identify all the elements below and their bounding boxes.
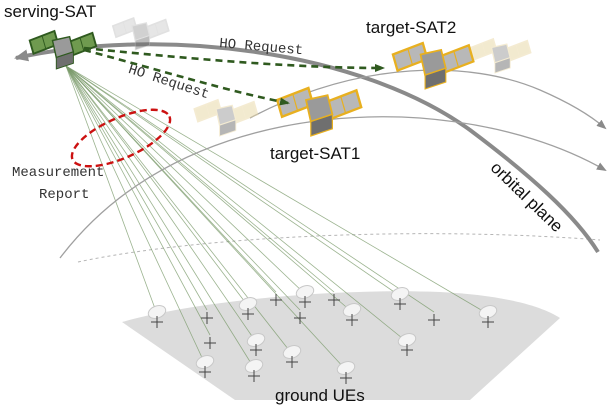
ground-ue-icon <box>342 303 362 326</box>
measurement-ellipse <box>70 108 172 168</box>
ground-ue-icon <box>478 305 498 328</box>
ground-ue-icon <box>147 305 167 328</box>
ground-ue-icon <box>244 359 264 382</box>
target-sat1-icon <box>275 86 363 137</box>
serving-sat-label: serving-SAT <box>4 2 97 21</box>
ground-ue-icon <box>238 297 258 320</box>
orbit-target1 <box>59 116 607 259</box>
ghost-satellite-icon <box>470 37 532 74</box>
measurement-report-label-line2: Report <box>39 187 90 203</box>
ground-ue-icon <box>336 361 356 384</box>
ghost-satellite-icon <box>193 98 259 137</box>
ground-ue-icon <box>428 314 440 326</box>
beam-line <box>65 65 401 297</box>
ground-ue-icon <box>294 312 306 324</box>
beam-line <box>65 65 435 313</box>
ground-area <box>122 291 560 400</box>
ground-ue-icon <box>195 355 215 378</box>
beam-line <box>65 65 208 311</box>
ground-ue-icon <box>282 345 302 368</box>
serving-satellite-icon <box>28 29 98 70</box>
beam-line <box>65 65 408 343</box>
ho-request-arrow-1 <box>83 46 385 72</box>
ground-ue-icon <box>328 294 340 306</box>
ground-ue-icon <box>397 333 417 356</box>
ground-ue-icon <box>390 287 410 310</box>
beam-line <box>65 65 249 307</box>
beam-line <box>65 65 211 336</box>
beam-line <box>65 65 489 315</box>
beam-line <box>65 65 306 295</box>
ground-ue-icon <box>246 333 266 356</box>
beam-line <box>65 65 335 293</box>
target-sat2-icon <box>391 41 475 90</box>
beam-line <box>65 65 158 315</box>
orbit-serving <box>14 42 600 254</box>
target-sat1-label: target-SAT1 <box>270 144 361 163</box>
coverage-boundary <box>77 233 601 263</box>
ground-ue-icon <box>201 312 213 324</box>
beam-line <box>65 65 257 343</box>
ground-ue-icon <box>270 294 282 306</box>
ground-ue-icon <box>204 337 216 349</box>
target-sat2-label: target-SAT2 <box>366 18 457 37</box>
ho-request-arrow-2 <box>83 48 290 106</box>
beam-line <box>65 65 353 313</box>
beam-line <box>65 65 347 371</box>
beam-lines <box>65 65 489 371</box>
beam-line <box>65 65 206 365</box>
beam-line <box>65 65 301 311</box>
beam-line <box>65 65 255 369</box>
measurement-report-label-line1: Measurement <box>12 165 105 181</box>
ground-ues-label: ground UEs <box>275 386 365 405</box>
orbit-target2 <box>249 69 607 130</box>
ghost-satellite-icon <box>111 16 170 51</box>
ground-ue-icon <box>295 285 315 308</box>
